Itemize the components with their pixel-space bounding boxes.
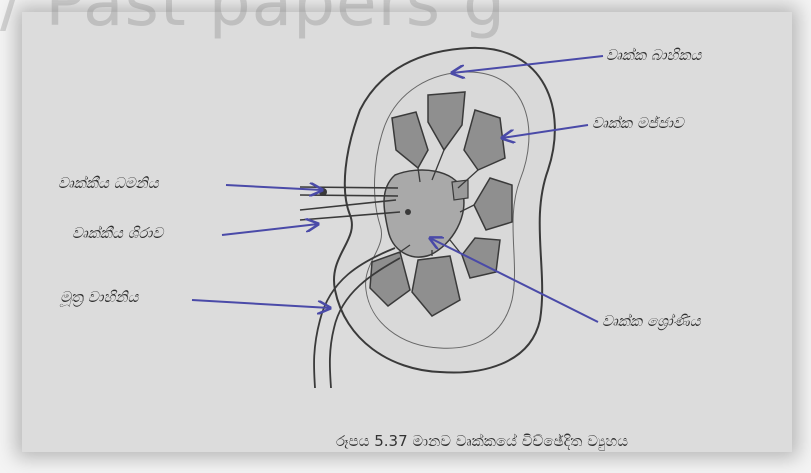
- label-renal-vein: වෘක්කීය ශිරාව: [72, 224, 163, 242]
- label-renal-artery: වෘක්කීය ධමනිය: [58, 174, 159, 192]
- label-renal-pelvis: වෘක්ක ශ්‍රෝණිය: [602, 312, 700, 330]
- label-renal-medulla: වෘක්ක මජ්ජාව: [592, 114, 684, 132]
- arrow-vein: [222, 224, 318, 235]
- label-renal-cortex: වෘක්ක බාහිකය: [606, 46, 701, 64]
- vein-opening: [405, 209, 411, 215]
- arrow-ureter: [192, 300, 330, 308]
- figure-caption: රූපය 5.37 මානව වෘක්කයේ විච්ඡේදිත ව්‍යුහය: [336, 432, 628, 450]
- renal-pyramid-small: [452, 180, 468, 200]
- label-ureter: මූත්‍ර වාහිනිය: [60, 288, 138, 306]
